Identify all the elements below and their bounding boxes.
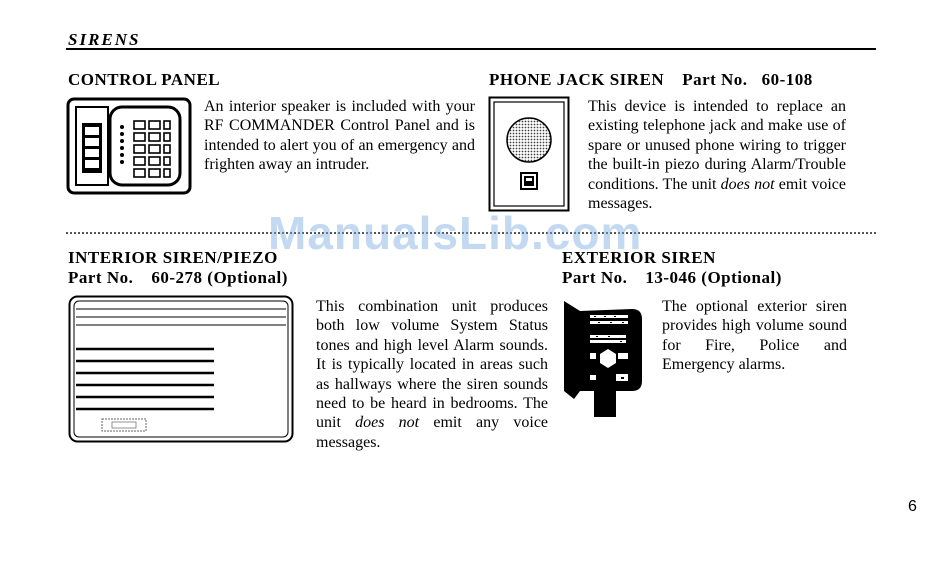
interior-siren-part: Part No. 60-278 (Optional) xyxy=(68,268,288,288)
phone-jack-siren-heading: PHONE JACK SIREN Part No. 60-108 xyxy=(489,70,813,90)
phone-jack-siren-part-number: 60-108 xyxy=(761,70,813,89)
watermark: ManualsLib.com xyxy=(268,207,643,259)
phone-jack-text-emphasis: does not xyxy=(720,175,775,193)
phone-jack-text-b: emit voice messages. xyxy=(588,175,846,213)
page-number: 6 xyxy=(908,498,917,515)
exterior-siren-heading: EXTERIOR SIREN xyxy=(562,248,716,267)
section-divider xyxy=(66,232,876,234)
phone-jack-siren-text: This device is intended to replace an ex… xyxy=(588,97,846,213)
phone-jack-siren-title: PHONE JACK SIREN xyxy=(489,70,665,89)
control-panel-illustration xyxy=(66,97,192,195)
phone-jack-text-a: This device is intended to replace an ex… xyxy=(588,98,846,193)
control-panel-heading: CONTROL PANEL xyxy=(68,70,221,89)
section-title: SIRENS xyxy=(68,30,141,49)
control-panel-text: An interior speaker is included with you… xyxy=(204,98,475,174)
header-rule xyxy=(66,48,876,50)
interior-siren-optional: (Optional) xyxy=(207,268,288,287)
interior-siren-heading: INTERIOR SIREN/PIEZO xyxy=(68,248,278,267)
phone-jack-siren-illustration xyxy=(488,96,570,212)
exterior-siren-part: Part No. 13-046 (Optional) xyxy=(562,268,782,288)
interior-siren-text: This combination unit produces both low … xyxy=(316,297,548,452)
interior-siren-text-b: emit any voice messages. xyxy=(316,414,549,451)
exterior-siren-part-number: 13-046 xyxy=(645,268,697,287)
interior-siren-part-label: Part No. xyxy=(68,268,134,287)
phone-jack-siren-part-label: Part No. xyxy=(682,70,748,89)
exterior-siren-illustration xyxy=(564,301,642,417)
interior-siren-text-a: This combination unit produces both low … xyxy=(316,298,548,432)
exterior-siren-optional: (Optional) xyxy=(701,268,782,287)
interior-siren-illustration xyxy=(68,295,294,443)
interior-siren-part-number: 60-278 xyxy=(151,268,203,287)
exterior-siren-part-label: Part No. xyxy=(562,268,628,287)
interior-siren-text-emphasis: does not xyxy=(355,414,420,432)
exterior-siren-text: The optional exterior siren provides hig… xyxy=(662,298,847,374)
